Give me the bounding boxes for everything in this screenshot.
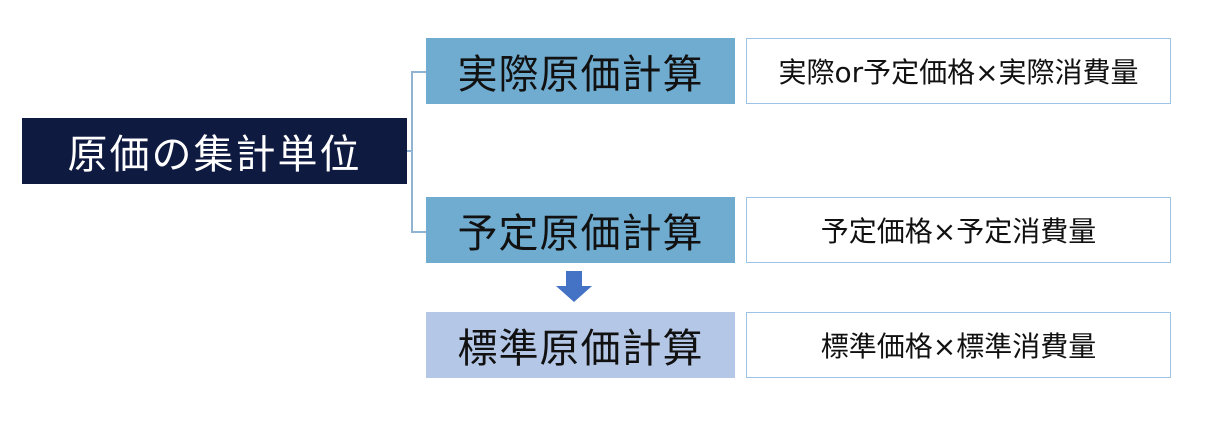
root-node: 原価の集計単位 xyxy=(22,118,407,184)
formula-box-actual: 実際or予定価格×実際消費量 xyxy=(746,38,1171,104)
down-arrow-icon xyxy=(556,271,592,302)
bracket-connector xyxy=(407,71,426,233)
formula-box-standard: 標準価格×標準消費量 xyxy=(746,312,1171,378)
formula-text-standard: 標準価格×標準消費量 xyxy=(820,330,1097,363)
method-node-standard: 標準原価計算 xyxy=(426,312,735,378)
formula-text-actual: 実際or予定価格×実際消費量 xyxy=(778,56,1139,89)
method-label-actual: 実際原価計算 xyxy=(457,52,704,98)
root-label: 原価の集計単位 xyxy=(67,132,362,178)
formula-box-planned: 予定価格×予定消費量 xyxy=(746,197,1171,263)
formula-text-planned: 予定価格×予定消費量 xyxy=(820,215,1097,248)
method-node-planned: 予定原価計算 xyxy=(426,197,735,263)
method-label-standard: 標準原価計算 xyxy=(457,326,704,372)
method-node-actual: 実際原価計算 xyxy=(426,38,735,104)
method-label-planned: 予定原価計算 xyxy=(457,211,704,257)
